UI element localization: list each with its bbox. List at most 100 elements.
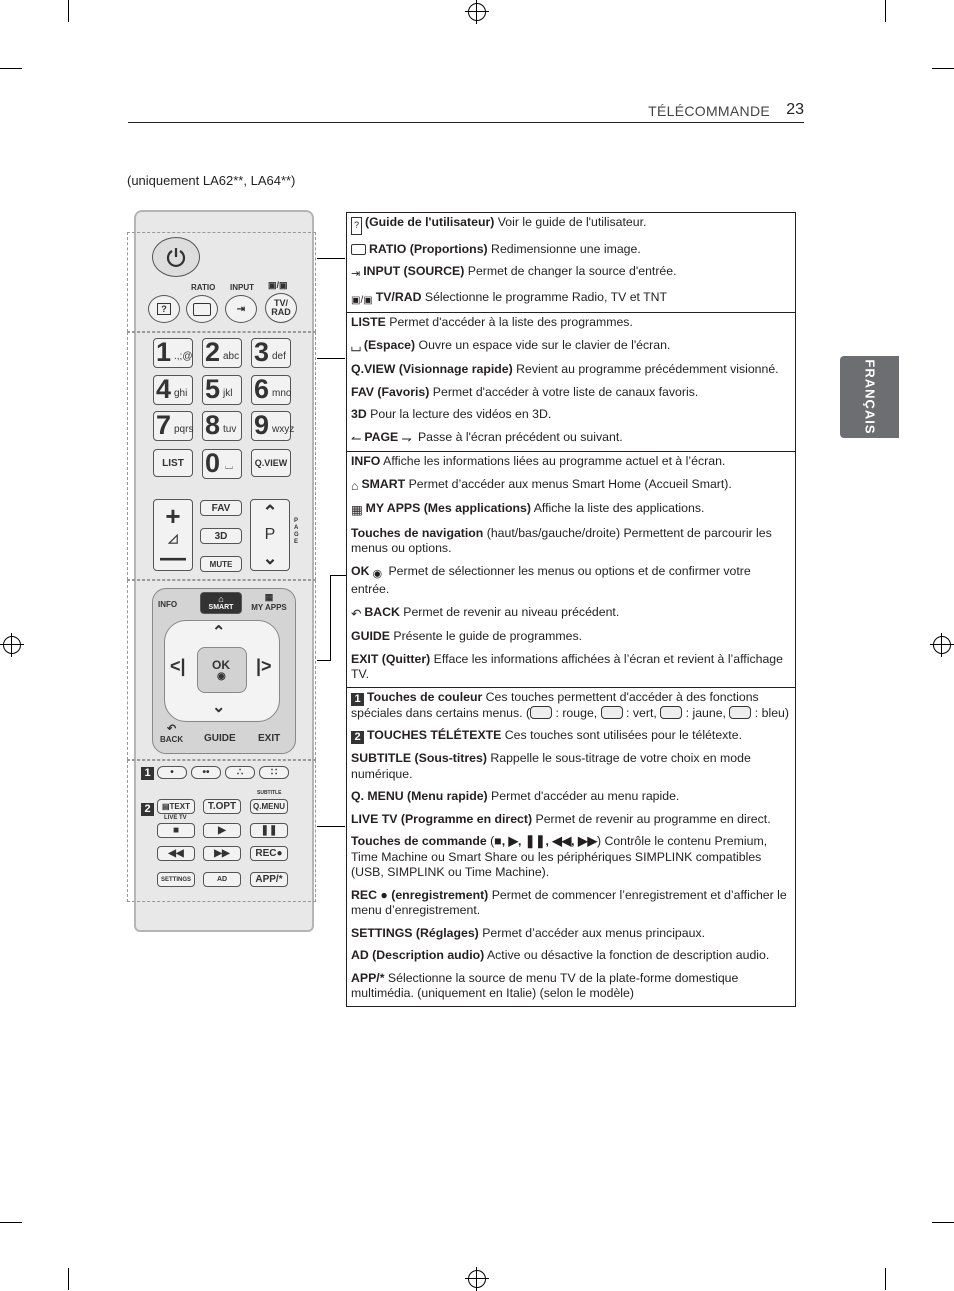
channel-rocker[interactable]: ⌃ P ⌄ (250, 499, 290, 571)
desc-term: LISTE (351, 315, 386, 329)
desc-term: APP/* (351, 970, 385, 985)
desc-term: SMART (361, 476, 406, 491)
play-icon: ▶ (218, 825, 226, 836)
section-outline-3 (127, 580, 316, 760)
ratio-button[interactable] (186, 295, 218, 323)
yellow-button[interactable]: ∴ (225, 766, 255, 779)
desc-row: FAV (Favoris) Permet d'accéder à votre l… (351, 385, 791, 401)
play-button[interactable]: ▶ (203, 823, 241, 838)
num-digit: 4 (156, 374, 172, 404)
desc-term: Q.VIEW (Visionnage rapide) (351, 362, 513, 376)
arrow-right-icon[interactable]: |> (256, 656, 272, 676)
info-button[interactable]: INFO (158, 600, 178, 609)
desc-row: ?(Guide de l'utilisateur) Voir le guide … (351, 215, 791, 235)
stop-button[interactable]: ■ (157, 823, 195, 838)
desc-row: REC ● (enregistrement) Permet de commenc… (351, 888, 791, 919)
forward-button[interactable]: ▶▶ (203, 846, 241, 861)
arrow-up-icon[interactable]: ⌃ (212, 624, 226, 641)
desc-term: AD (Description audio) (351, 948, 485, 962)
input-button[interactable]: ⇥ (225, 295, 257, 323)
ad-button[interactable]: AD (203, 872, 241, 887)
desc-term: RATIO (Proportions) (369, 241, 488, 256)
tvrad-label: TV/ RAD (271, 298, 291, 317)
apps-grid-icon: ▦ (351, 503, 363, 517)
num-digit: 6 (254, 374, 270, 404)
desc-text: Permet de commencer l’enregistrement et … (351, 887, 787, 918)
qmenu-button[interactable]: Q.MENU (250, 799, 288, 814)
topt-button[interactable]: T.OPT (203, 799, 241, 814)
green-button[interactable]: •• (191, 766, 221, 779)
model-note: (uniquement LA62**, LA64**) (127, 173, 296, 188)
num-digit: 3 (254, 337, 270, 367)
tvrad-button[interactable]: TV/ RAD (265, 293, 297, 323)
crop-mark (885, 0, 886, 22)
pause-button[interactable]: ❚❚ (250, 823, 288, 838)
mute-button[interactable]: MUTE (200, 556, 242, 572)
back-button[interactable]: ↶BACK (160, 722, 183, 744)
num-letters: pqrs (174, 424, 194, 435)
3d-button[interactable]: 3D (200, 528, 242, 544)
desc-row: ⌴(Espace) Ouvre un espace vide sur le cl… (351, 338, 791, 356)
desc-term: OK (351, 563, 370, 578)
text-button[interactable]: ▤TEXT (157, 799, 195, 814)
forward-icon: ▶▶ (214, 848, 230, 859)
arrow-left-icon[interactable]: <| (170, 656, 186, 676)
num-button-1[interactable]: 1.,;@ (153, 337, 193, 368)
ok-dot-icon: ◉ (217, 671, 226, 682)
num-letters: .,;@ (174, 351, 193, 362)
page-title: TÉLÉCOMMANDE (648, 103, 770, 119)
red-button[interactable]: • (157, 766, 187, 779)
arrow-down-icon[interactable]: ⌄ (212, 699, 226, 716)
desc-text: : jaune, (682, 705, 730, 720)
desc-text: Pour la lecture des vidéos en 3D. (366, 407, 552, 421)
myapps-button[interactable]: ▦MY APPS (250, 592, 288, 612)
volume-icon: ◿ (168, 531, 178, 545)
rec-button[interactable]: REC● (250, 846, 288, 861)
num-digit: 7 (156, 410, 172, 440)
blue-button[interactable]: ∷ (259, 766, 289, 779)
ratio-icon (193, 302, 211, 316)
exit-button[interactable]: EXIT (258, 733, 281, 744)
desc-text: ) Contrôle le contenu Premium, Time Mach… (351, 834, 768, 879)
desc-row: RATIO (Proportions) Redimensionne une im… (351, 242, 791, 258)
desc-term: LIVE TV (Programme en direct) (351, 811, 533, 826)
registration-mark-icon (465, 1267, 489, 1291)
smart-button[interactable]: ⌂SMART (200, 592, 242, 614)
text-label: TEXT (169, 802, 190, 811)
guide-button[interactable]: GUIDE (204, 733, 236, 744)
desc-row: ↼PAGE⇁ Passe à l'écran précédent ou suiv… (351, 430, 791, 448)
num-digit: 0 (205, 448, 221, 478)
app-button[interactable]: APP/* (250, 872, 288, 887)
livetv-label: LIVE TV (164, 815, 187, 821)
ok-button[interactable] (197, 647, 247, 693)
power-button[interactable] (152, 237, 200, 277)
list-button[interactable]: LIST (153, 449, 193, 477)
space-icon: ⌴ (351, 339, 361, 354)
ratio-label: RATIO (191, 283, 216, 292)
desc-text: Sélectionne le programme Radio, TV et TN… (421, 289, 668, 304)
user-guide-button[interactable]: ? (148, 295, 180, 323)
callout-line (317, 358, 345, 359)
language-tab-label: FRANÇAIS (862, 359, 878, 435)
qview-button[interactable]: Q.VIEW (251, 449, 291, 477)
rewind-button[interactable]: ◀◀ (157, 846, 195, 861)
myapps-label: MY APPS (251, 603, 287, 612)
num-letters: abc (223, 351, 240, 362)
num-button-0[interactable]: 0⌴ (202, 448, 242, 479)
num-digit: 1 (156, 337, 172, 367)
home-icon: ⌂ (351, 478, 359, 493)
volume-rocker[interactable]: + ◿ — (153, 499, 193, 571)
rec-dot-icon: ● (276, 848, 283, 859)
settings-button[interactable]: SETTINGS (157, 872, 195, 887)
desc-row: AD (Description audio) Active ou désacti… (351, 948, 791, 964)
fav-button[interactable]: FAV (200, 500, 242, 516)
